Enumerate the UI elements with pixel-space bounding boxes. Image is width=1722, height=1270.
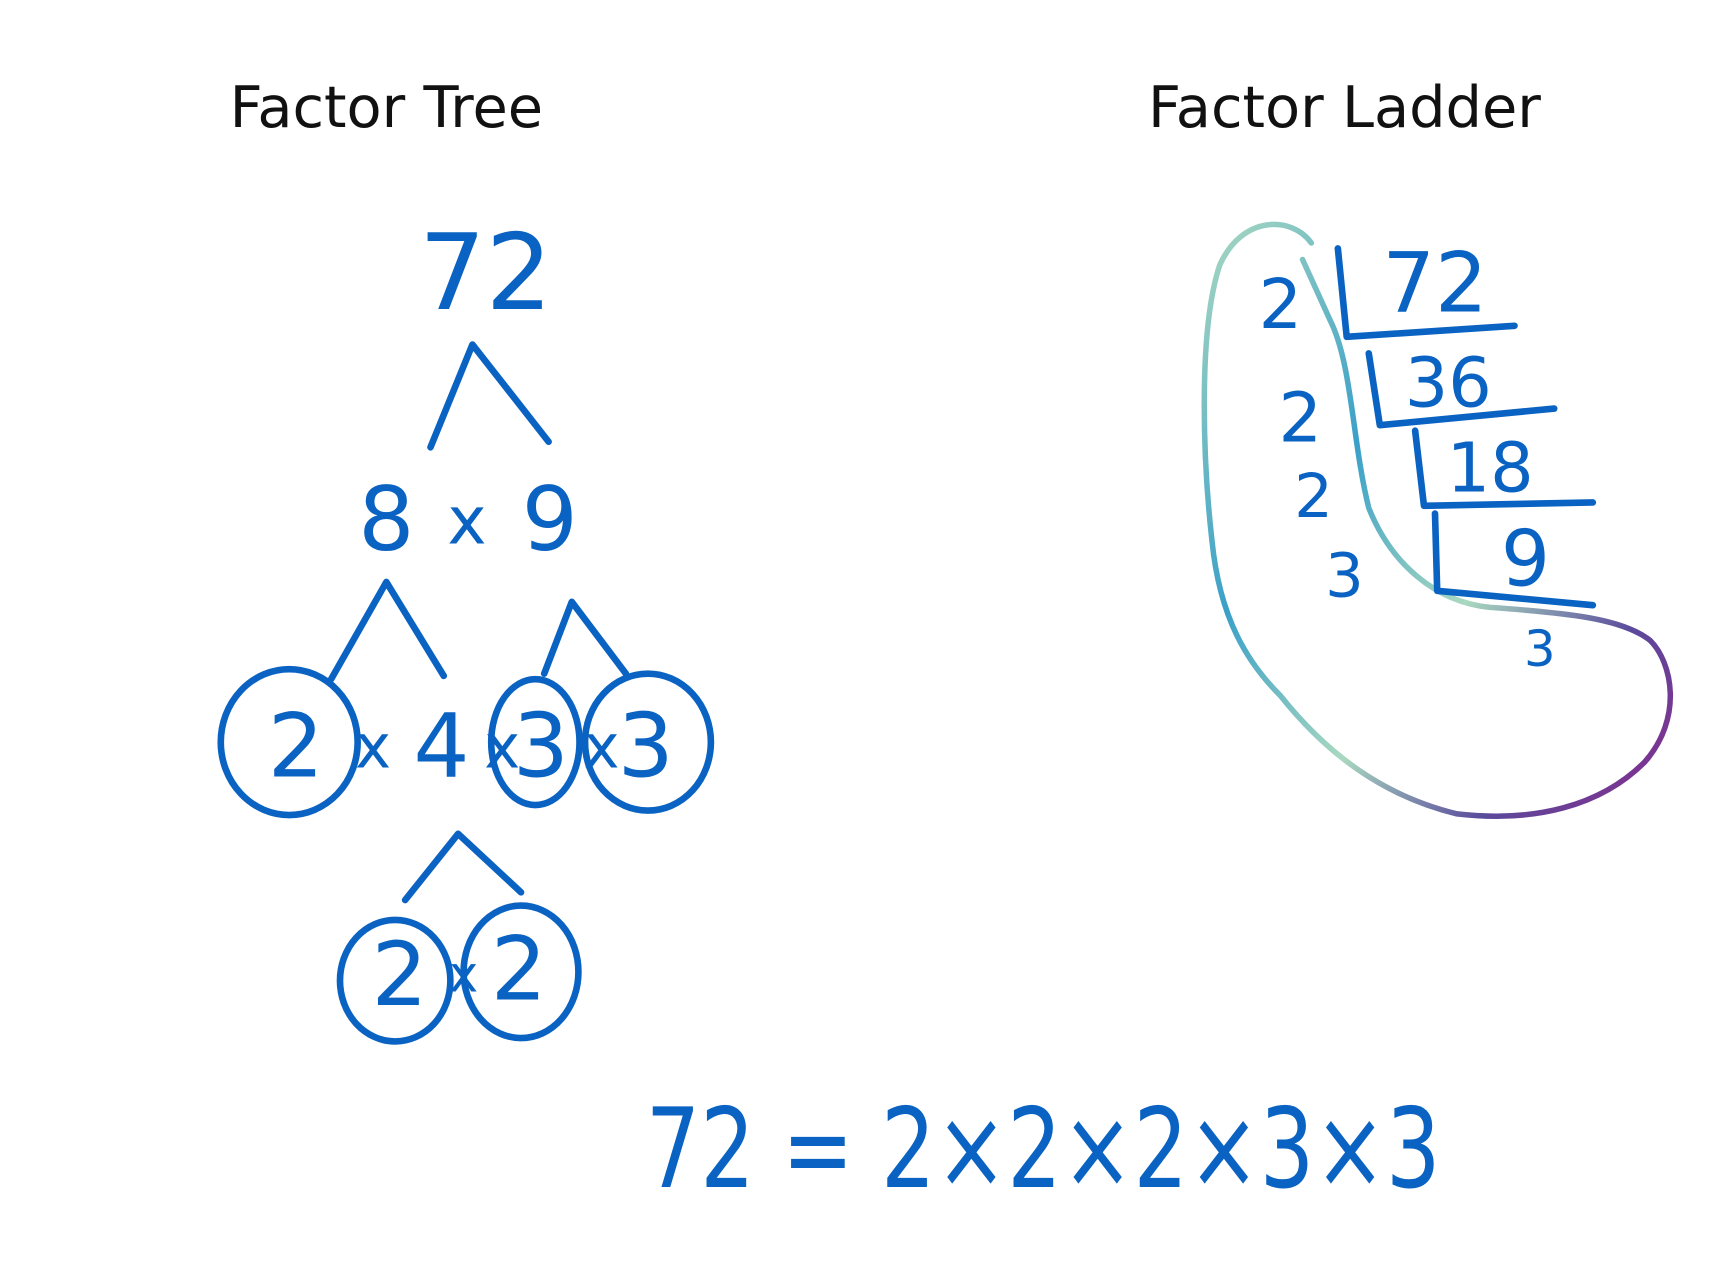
- prime-circle: [487, 675, 583, 809]
- prime-circle: [336, 916, 454, 1045]
- ladder-bracket: [1334, 245, 1518, 341]
- factor-tree: 72 8 x 9 2 x 4 x 3 x 3 2 x 2: [217, 212, 715, 1045]
- tree-branch-root: [427, 341, 552, 451]
- ladder-dividend: 9: [1501, 514, 1550, 604]
- ladder-bracket: [1411, 427, 1597, 510]
- prime-circle: [460, 902, 582, 1042]
- ladder-dividend: 36: [1405, 343, 1492, 423]
- prime-factorization-equation: 72 = 2×2×2×3×3: [646, 1086, 1441, 1214]
- prime-circle: [217, 665, 361, 819]
- tree-node-8: 8: [358, 468, 414, 571]
- tree-leaf-3: 3: [513, 694, 569, 797]
- tree-times: x: [355, 713, 391, 783]
- ladder-quotient: 3: [1524, 620, 1556, 678]
- ladder-dividend: 18: [1447, 428, 1534, 508]
- factor-ladder-title: Factor Ladder: [1148, 74, 1541, 141]
- tree-branch-4: [401, 830, 525, 904]
- ladder-dividend: 72: [1382, 234, 1487, 331]
- ladder-bracket: [1365, 350, 1558, 429]
- tree-root: 72: [419, 212, 552, 334]
- ladder-divisor: 2: [1259, 265, 1303, 345]
- ladder-bracket: [1431, 510, 1597, 609]
- factor-ladder: 72 36 18 9 2 2 2 3 3: [1201, 221, 1674, 819]
- tree-leaf-3: 3: [618, 694, 674, 797]
- tree-leaf-2: 2: [372, 923, 428, 1026]
- tree-leaf-2: 2: [268, 694, 324, 797]
- tree-leaf-2: 2: [491, 917, 547, 1020]
- tree-branch-8: [327, 578, 448, 683]
- ladder-divisor: 2: [1294, 462, 1333, 532]
- divisor-loop: [1201, 221, 1674, 819]
- tree-times: x: [447, 482, 486, 559]
- ladder-divisor: 2: [1279, 379, 1323, 459]
- prime-circle: [581, 670, 715, 814]
- tree-node-4: 4: [413, 694, 469, 797]
- tree-node-9: 9: [522, 468, 578, 571]
- ladder-divisor: 3: [1325, 541, 1364, 611]
- factor-tree-title: Factor Tree: [230, 74, 544, 141]
- tree-branch-9: [540, 598, 630, 677]
